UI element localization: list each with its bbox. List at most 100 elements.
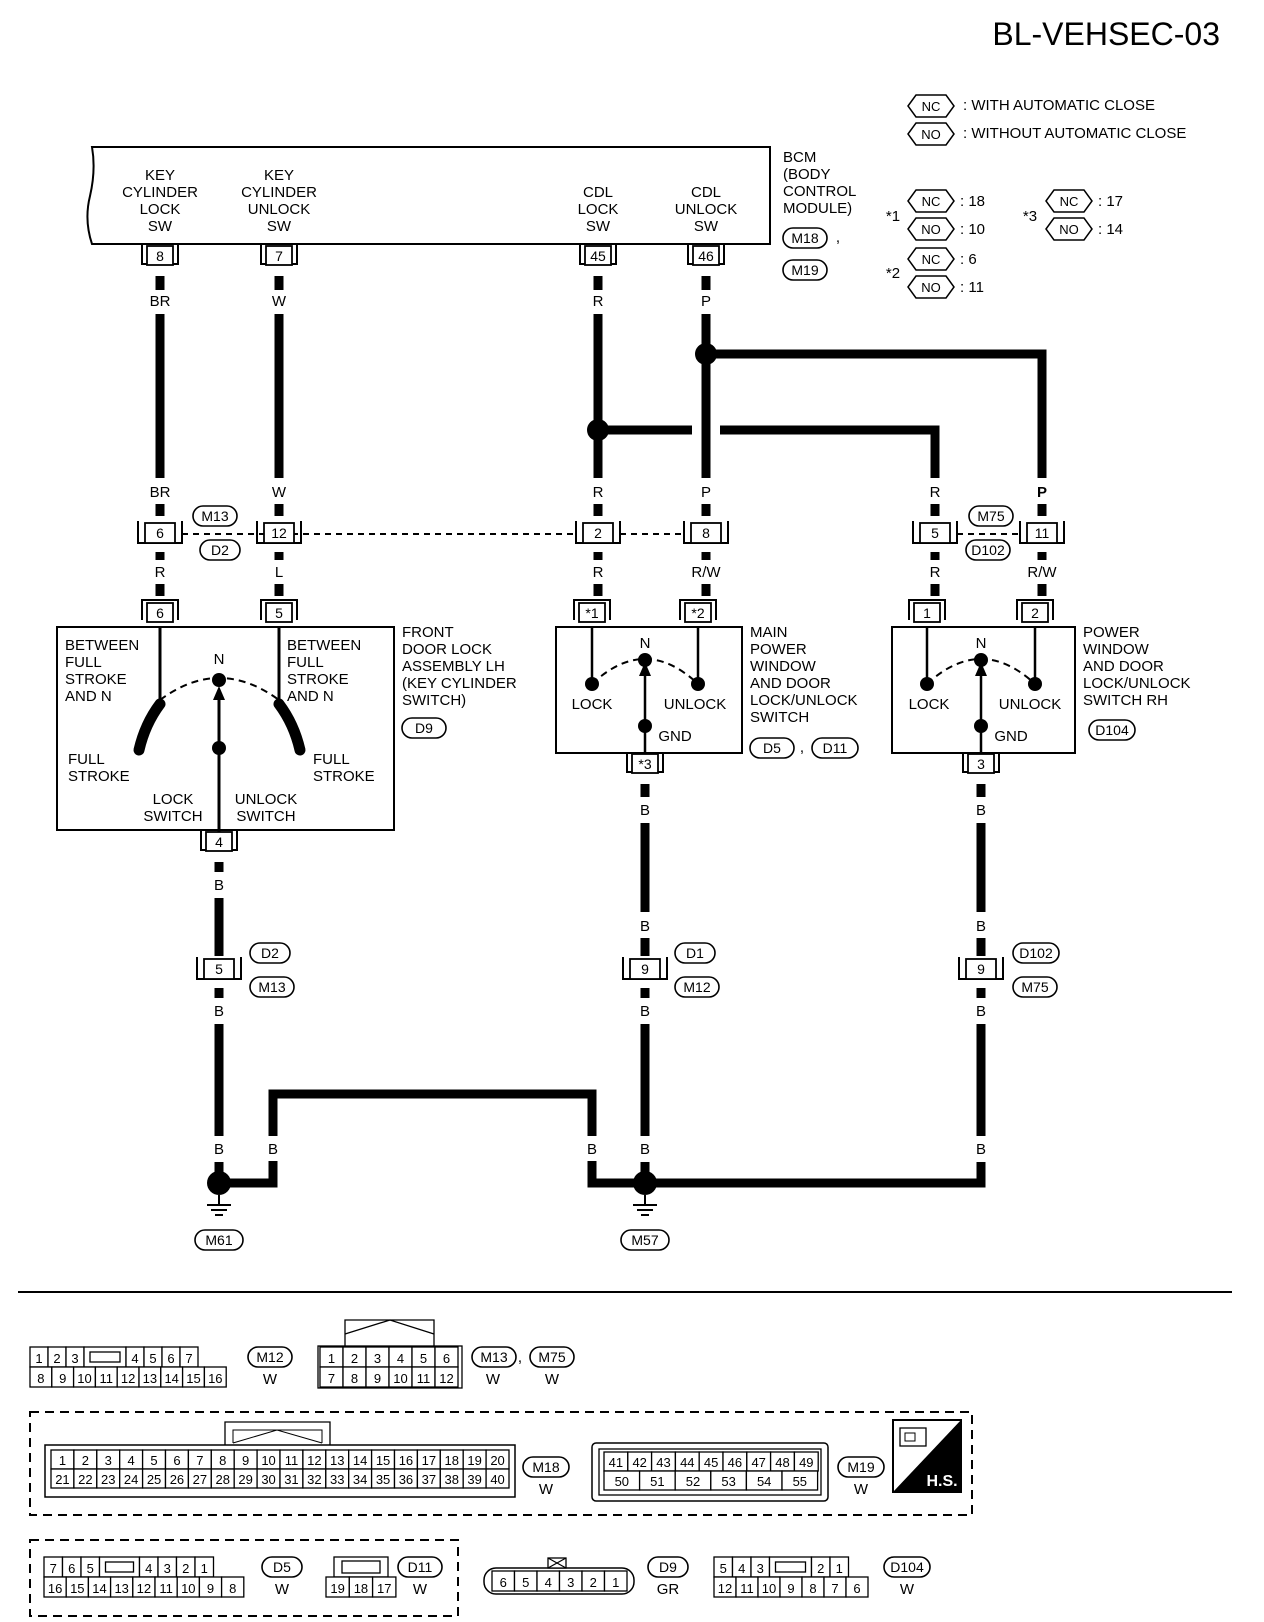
bcm-term-label: CDL: [583, 184, 613, 201]
bcm-term-label: CYLINDER: [122, 184, 198, 201]
d104-cell-label: 9: [787, 1581, 794, 1596]
d9-cell: [603, 1570, 628, 1592]
joint-pin: [1026, 522, 1058, 544]
bcm-title: MODULE): [783, 200, 852, 217]
m13-cell-label: 12: [439, 1371, 453, 1386]
wire-color: R: [593, 484, 604, 501]
d104-cell-label: 4: [738, 1561, 745, 1576]
rpw-pin-bracket: [908, 599, 946, 620]
m12-cell-label: 1: [35, 1351, 42, 1366]
wire-color: B: [268, 1141, 278, 1158]
ground-m61-dot: [207, 1171, 231, 1195]
joint-pin: [144, 522, 176, 544]
front-door-conn-label: D9: [415, 720, 433, 736]
m12-cell-label: 3: [71, 1351, 78, 1366]
mpw-pin-label: *3: [638, 756, 651, 772]
d104-cell-label: 7: [831, 1581, 838, 1596]
m12-cell-label: 5: [149, 1351, 156, 1366]
d9-cell-label: 1: [612, 1575, 619, 1590]
nc-tag: [907, 94, 955, 118]
d9-cell-label: 6: [500, 1575, 507, 1590]
m18-cell-label: 5: [150, 1453, 157, 1468]
wire-color: B: [640, 1003, 650, 1020]
m13-cell-label: 8: [351, 1371, 358, 1386]
lower-joint-pin-label: 5: [215, 961, 223, 977]
fd-unlock-switch: SWITCH: [236, 808, 295, 825]
mpw-gnd: GND: [658, 728, 692, 745]
d5-cell-label: 9: [207, 1581, 214, 1596]
main-pw-box: [555, 626, 743, 754]
joint-conn-m13-label: M13: [201, 508, 228, 524]
d9-key-x: [547, 1557, 567, 1569]
d5-cell-label: 12: [137, 1581, 151, 1596]
main-pw-title: MAIN: [750, 624, 788, 641]
mpw-n: N: [640, 635, 651, 652]
bcm-term-label: SW: [694, 218, 719, 235]
m13-cell-label: 5: [420, 1351, 427, 1366]
wire-color: R: [930, 564, 941, 581]
mpw-unlock-dot: [691, 677, 705, 691]
n2-nc-tag: [907, 247, 955, 271]
m18-color: W: [539, 1481, 554, 1498]
wire-color: W: [272, 293, 287, 310]
fd-lock-switch: SWITCH: [143, 808, 202, 825]
m19-cell-label: 47: [751, 1455, 765, 1470]
m18-cell-label: 16: [399, 1453, 413, 1468]
rpw-gnd: GND: [994, 728, 1028, 745]
m18-cell-label: 33: [330, 1472, 344, 1487]
m18-cell-label: 31: [284, 1472, 298, 1487]
joint-pin-label: 12: [271, 525, 287, 541]
n3-no-tag: [1045, 217, 1093, 241]
lower-conn-label: D102: [1019, 945, 1053, 961]
d5-cell-label: 3: [164, 1561, 171, 1576]
m18-cell-label: 22: [78, 1472, 92, 1487]
bcm-conn-m18-label: M18: [791, 230, 818, 246]
d5-cell-label: 7: [50, 1561, 57, 1576]
n1-no-tag-label: NO: [921, 222, 941, 237]
bcm-term-label: SW: [586, 218, 611, 235]
m18-cell-label: 39: [467, 1472, 481, 1487]
bcm-term-label: KEY: [264, 167, 294, 184]
d5-cell-label: 4: [145, 1561, 152, 1576]
rpw-pin-bracket: [1016, 599, 1054, 620]
door-connector-group: [29, 1539, 459, 1617]
mpw-arc: [591, 658, 699, 685]
joint-conn-m13: [192, 505, 238, 527]
bcm-term-label: UNLOCK: [248, 201, 311, 218]
wire-color: B: [976, 918, 986, 935]
lower-conn: [1012, 942, 1060, 964]
m18-cell-label: 12: [307, 1453, 321, 1468]
front-door-title: (KEY CYLINDER: [402, 675, 517, 692]
m19-color: W: [854, 1481, 869, 1498]
rpw-n-dot: [974, 653, 988, 667]
m18-lock: [224, 1421, 331, 1445]
m18-cell: [485, 1468, 510, 1489]
m18-cell-label: 20: [490, 1453, 504, 1468]
rpw-unlock: UNLOCK: [999, 696, 1062, 713]
wire-color: BR: [150, 293, 171, 310]
joint-conn-d102: [965, 539, 1011, 561]
m19-name: [837, 1456, 885, 1478]
lower-conn: [249, 976, 295, 998]
joint-pin-label: 2: [594, 525, 602, 541]
m18-cell-label: 8: [219, 1453, 226, 1468]
m18-cell-label: 27: [193, 1472, 207, 1487]
rpw-lock: LOCK: [909, 696, 950, 713]
rh-pw-title: WINDOW: [1083, 641, 1150, 658]
bcm-pin: [265, 245, 293, 266]
bcm-pin-label: 8: [156, 248, 164, 264]
d9-cell-label: 5: [522, 1575, 529, 1590]
fd-pin-bracket: [141, 599, 179, 620]
hs-badge-fill: [893, 1420, 961, 1492]
m75-color: W: [545, 1371, 560, 1388]
rh-pw-conn: [1088, 719, 1136, 741]
fd-pin-label: 6: [156, 605, 164, 621]
d11-cell-label: 18: [354, 1581, 368, 1596]
bcm-term-label: LOCK: [578, 201, 619, 218]
joint-pin: [582, 522, 614, 544]
fd-unlock-switch: UNLOCK: [235, 791, 298, 808]
m19-cell-label: 55: [793, 1474, 807, 1489]
bcm-conn-m19-label: M19: [791, 262, 818, 278]
bcm-connector-group: [29, 1411, 973, 1516]
d9-cell-label: 2: [590, 1575, 597, 1590]
